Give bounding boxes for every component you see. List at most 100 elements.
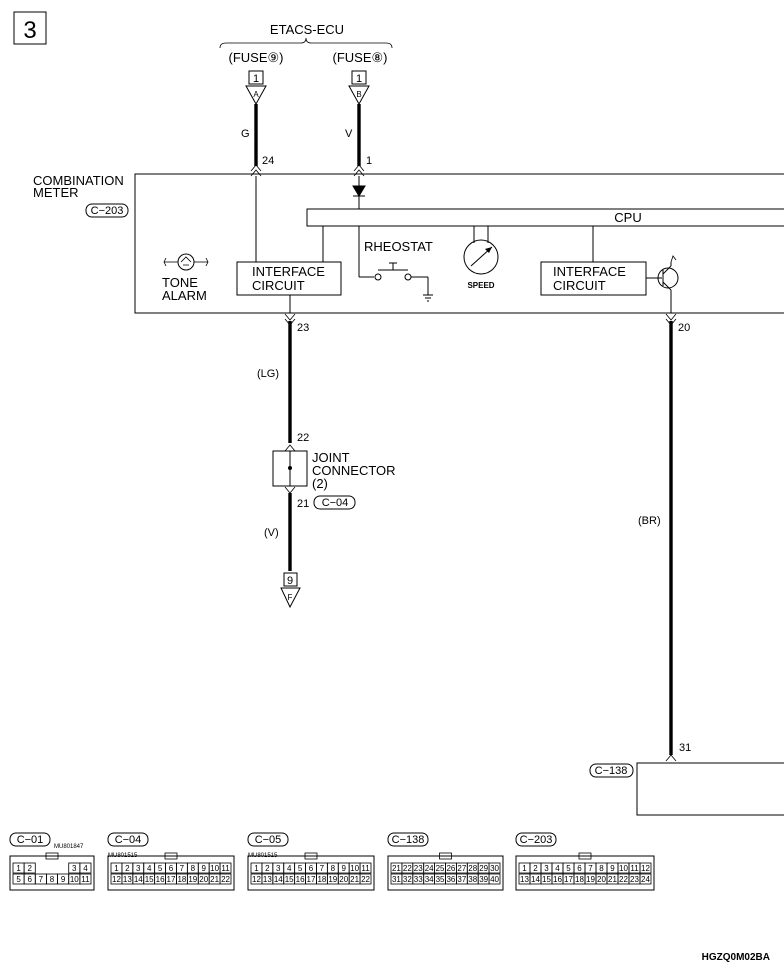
connector-pin-label: 18: [317, 875, 326, 884]
connector-pin-label: 19: [328, 875, 337, 884]
wire-br-color: (BR): [638, 515, 661, 527]
connector-pin-label: 21: [350, 875, 359, 884]
c138-component-box: [636, 762, 784, 816]
connector-pin-label: 2: [27, 864, 32, 873]
connector-pin-label: 6: [169, 864, 174, 873]
svg-text:INTERFACE: INTERFACE: [553, 264, 626, 279]
connector-pin-label: 40: [490, 875, 499, 884]
connector-pin-label: 15: [542, 875, 551, 884]
joint-line1: JOINT: [312, 450, 350, 465]
connector-pin-label: 16: [156, 875, 165, 884]
connector-pin-label: 16: [553, 875, 562, 884]
pin-1: 1: [366, 155, 372, 167]
drawing-code: HGZQ0M02BA: [702, 952, 770, 963]
connector-pin-label: 3: [276, 864, 281, 873]
connector-pin-label: 39: [479, 875, 488, 884]
c138-tag: C−138: [589, 763, 634, 778]
connector-pin-label: 13: [520, 875, 529, 884]
connector-pin-label: 8: [50, 875, 55, 884]
transistor-icon: [646, 255, 679, 313]
connector-pin-label: 33: [414, 875, 423, 884]
wire-g-color: G: [241, 128, 250, 140]
connector-pin-label: 37: [457, 875, 466, 884]
connector-pin-label: 28: [468, 864, 477, 873]
pin-21-arrow: [284, 486, 296, 494]
connector-pin-label: 11: [221, 864, 230, 873]
connector-pin-label: 1: [254, 864, 259, 873]
connector-pin-label: 36: [446, 875, 455, 884]
combination-meter-box: [134, 173, 784, 314]
connector-pin-label: 14: [274, 875, 283, 884]
connector-pin-label: 2: [125, 864, 130, 873]
connector-pin-label: 24: [425, 864, 434, 873]
connector-pin-label: 22: [221, 875, 230, 884]
connector-pin-label: 4: [83, 864, 88, 873]
meter-connector-tag: C−203: [85, 203, 129, 218]
pin-31-arrow: [665, 754, 677, 762]
connector-label: C−04: [115, 834, 142, 846]
page-number: 3: [23, 17, 36, 44]
connector-pin-label: 10: [210, 864, 219, 873]
connector-pin-label: 3: [136, 864, 141, 873]
connector-pin-label: 9: [61, 875, 66, 884]
connector-pin-label: 11: [81, 875, 90, 884]
rheostat-label: RHEOSTAT: [364, 239, 433, 254]
connector-pin-label: 24: [641, 875, 650, 884]
connector-pin-label: 35: [436, 875, 445, 884]
connector-pin-label: 34: [425, 875, 434, 884]
joint-line3: (2): [312, 476, 328, 491]
cpu-label: CPU: [614, 210, 641, 225]
pin-24: 24: [262, 155, 274, 167]
pin-22-arrow: [284, 444, 296, 452]
connector-pin-label: 38: [468, 875, 477, 884]
pin-20: 20: [678, 322, 690, 334]
connector-pin-label: 20: [199, 875, 208, 884]
connector-pin-label: 4: [147, 864, 152, 873]
connector-pin-label: 22: [619, 875, 628, 884]
connector-pin-label: 22: [403, 864, 412, 873]
connector-pin-label: 17: [564, 875, 573, 884]
connector-pin-label: 5: [298, 864, 303, 873]
connector-pin-label: 10: [70, 875, 79, 884]
connector-pin-label: 3: [72, 864, 77, 873]
svg-text:A: A: [253, 90, 259, 99]
connector-pin-label: 30: [490, 864, 499, 873]
connector-pin-label: 3: [544, 864, 549, 873]
svg-text:B: B: [356, 90, 361, 99]
svg-text:C−203: C−203: [91, 205, 124, 217]
connector-pin-label: 10: [350, 864, 359, 873]
connector-pin-label: 6: [309, 864, 314, 873]
connector-pin-label: 31: [392, 875, 401, 884]
connector-pin-label: 32: [403, 875, 412, 884]
interface-circuit-left: [236, 261, 342, 296]
pin-21: 21: [297, 498, 309, 510]
tone-alarm-icon: [163, 253, 209, 271]
connector-pin-label: 12: [641, 864, 650, 873]
connector-pin-label: 1: [114, 864, 119, 873]
pin-23: 23: [297, 322, 309, 334]
svg-text:1: 1: [356, 73, 362, 85]
connector-pin-label: 9: [610, 864, 615, 873]
connector-pin-label: 14: [531, 875, 540, 884]
speed-gauge-icon: [463, 226, 499, 275]
connector-pin-label: 12: [112, 875, 121, 884]
connector-pin-label: 8: [599, 864, 604, 873]
ecu-terminal-left: 1 A: [245, 70, 267, 106]
connector-pin-label: 27: [457, 864, 466, 873]
connector-pin-label: 25: [436, 864, 445, 873]
connector-pin-label: 20: [339, 875, 348, 884]
connector-pin-label: 9: [202, 864, 207, 873]
connector-pin-label: 21: [608, 875, 617, 884]
connector-pin-label: 7: [588, 864, 593, 873]
connector-pin-label: 19: [188, 875, 197, 884]
connector-pin-label: 13: [263, 875, 272, 884]
fuse-right-label: (FUSE⑧): [333, 50, 388, 65]
connector-pin-label: 19: [586, 875, 595, 884]
connector-pin-label: 21: [210, 875, 219, 884]
connector-pin-label: 1: [522, 864, 527, 873]
connector-pin-label: 15: [145, 875, 154, 884]
